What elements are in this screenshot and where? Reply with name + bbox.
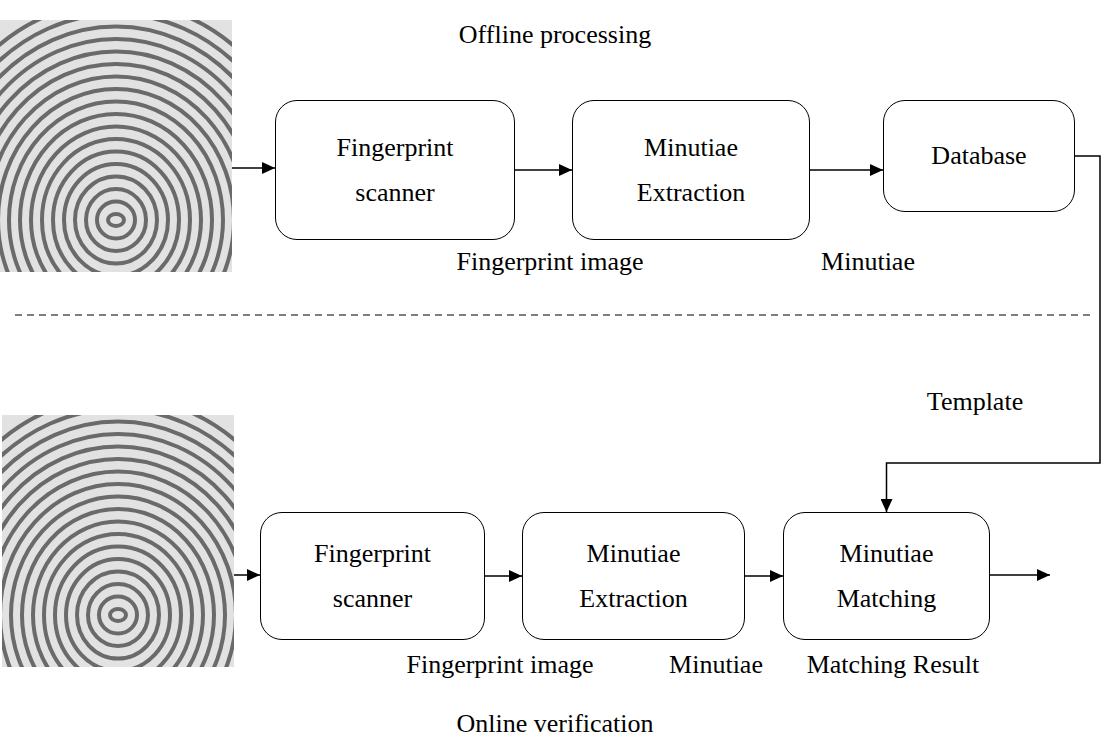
section-divider	[15, 314, 1095, 315]
process-box: Fingerprint scanner	[260, 512, 485, 640]
box-label: Fingerprint scanner	[320, 125, 470, 216]
output-label: Matching Result	[807, 649, 980, 680]
flow-label: Minutiae	[821, 246, 915, 277]
flow-arrow	[745, 575, 783, 577]
box-label: Minutiae Extraction	[616, 125, 766, 216]
box-label: Fingerprint scanner	[298, 531, 448, 622]
flow-label: Fingerprint image	[406, 649, 593, 680]
section-title: Online verification	[456, 708, 653, 739]
box-label: Minutiae Matching	[812, 531, 962, 622]
input-arrow	[232, 167, 275, 169]
process-box: Database	[883, 100, 1075, 212]
flow-arrow	[515, 169, 572, 171]
flow-arrow	[485, 575, 522, 577]
flow-label: Template	[927, 386, 1023, 417]
input-arrow	[234, 574, 260, 576]
output-arrow	[990, 574, 1050, 576]
flow-label: Minutiae	[669, 649, 763, 680]
process-box: Minutiae Matching	[783, 512, 990, 640]
flow-label: Fingerprint image	[456, 246, 643, 277]
box-label: Database	[931, 133, 1026, 179]
process-box: Minutiae Extraction	[522, 512, 745, 640]
flow-arrow	[810, 169, 883, 171]
fingerprint-image	[0, 2, 311, 439]
process-box: Fingerprint scanner	[275, 100, 515, 240]
section-title: Offline processing	[459, 19, 651, 50]
box-label: Minutiae Extraction	[559, 531, 709, 622]
process-box: Minutiae Extraction	[572, 100, 810, 240]
